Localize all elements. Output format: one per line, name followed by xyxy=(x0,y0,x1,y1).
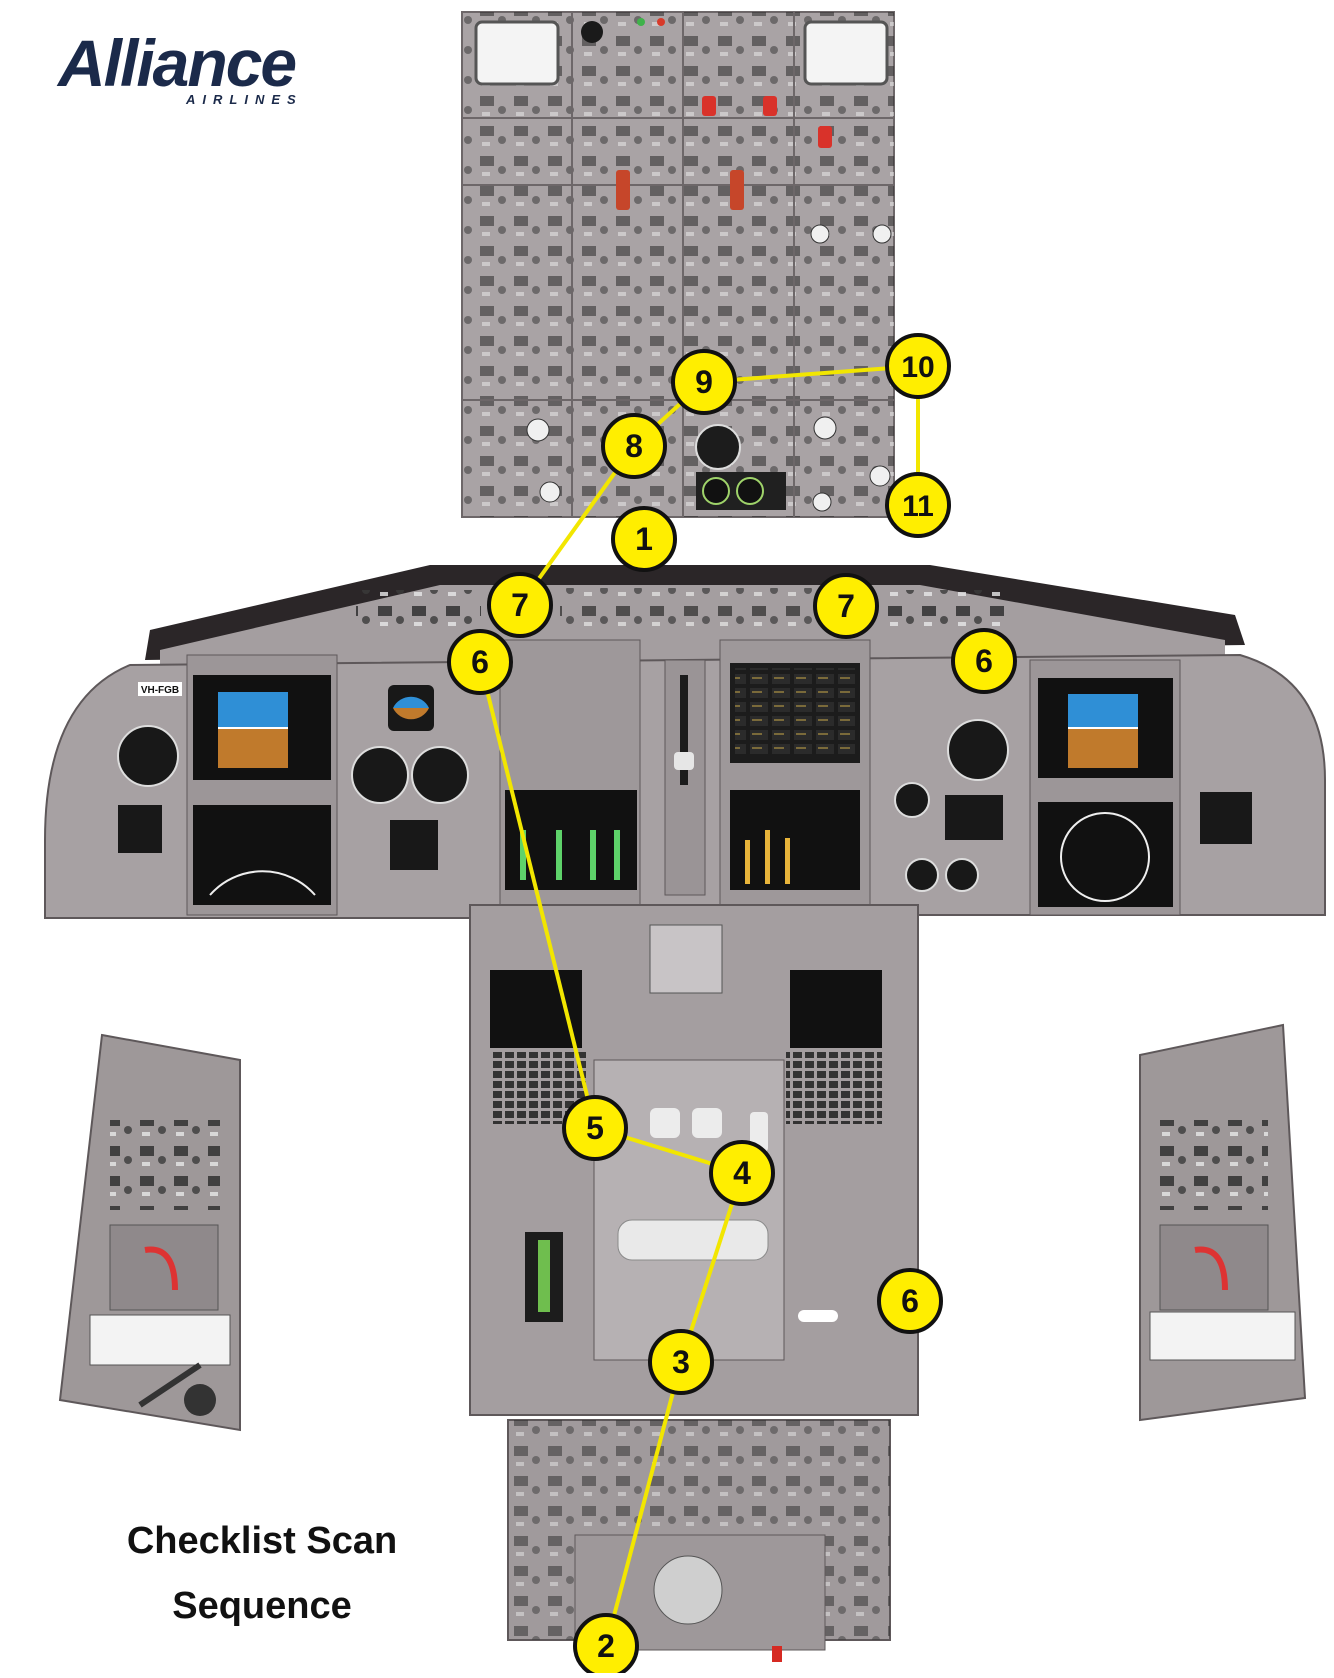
scan-marker-2: 2 xyxy=(573,1613,639,1678)
scan-marker-label: 6 xyxy=(901,1283,919,1319)
scan-marker-label: 7 xyxy=(511,587,529,623)
scan-marker-7b: 7 xyxy=(813,573,879,639)
scan-marker-circle xyxy=(611,506,677,572)
scan-marker-label: 1 xyxy=(635,521,653,557)
scan-marker-circle xyxy=(951,628,1017,694)
scan-marker-6b: 6 xyxy=(951,628,1017,694)
logo-subtitle: AIRLINES xyxy=(186,92,303,107)
scan-marker-circle xyxy=(648,1329,714,1395)
scan-marker-label: 10 xyxy=(901,351,934,384)
registration-label: VH-FGB xyxy=(141,685,179,696)
scan-marker-9: 9 xyxy=(671,349,737,415)
scan-marker-1: 1 xyxy=(611,506,677,572)
scan-line-9-10 xyxy=(703,364,919,384)
scan-marker-11: 11 xyxy=(885,472,951,538)
logo-wordmark: Alliance xyxy=(58,26,297,100)
scan-marker-label: 6 xyxy=(975,643,993,679)
scan-marker-label: 2 xyxy=(597,1628,615,1664)
scan-line-2-3 xyxy=(604,1361,683,1647)
scan-marker-label: 3 xyxy=(672,1344,690,1380)
scan-marker-5: 5 xyxy=(562,1095,628,1161)
scan-marker-circle xyxy=(877,1268,943,1334)
scan-marker-6a: 6 xyxy=(447,629,513,695)
centre-pedestal xyxy=(469,904,919,1662)
scan-marker-circle xyxy=(447,629,513,695)
scan-marker-circle xyxy=(885,333,951,399)
caption-line-2: Sequence xyxy=(172,1585,352,1627)
scan-marker-circle xyxy=(709,1140,775,1206)
scan-marker-circle xyxy=(601,413,667,479)
airline-logo: Alliance AIRLINES xyxy=(58,30,358,110)
scan-line-5-6a xyxy=(478,661,597,1129)
scan-marker-circle xyxy=(813,573,879,639)
scan-marker-10: 10 xyxy=(885,333,951,399)
scan-marker-circle xyxy=(885,472,951,538)
scan-marker-label: 6 xyxy=(471,644,489,680)
scan-line-3-4 xyxy=(679,1172,744,1363)
scan-marker-label: 4 xyxy=(733,1155,751,1191)
scan-marker-label: 8 xyxy=(625,428,643,464)
scan-marker-8: 8 xyxy=(601,413,667,479)
scan-marker-circle xyxy=(562,1095,628,1161)
overhead-panel xyxy=(461,11,895,518)
scan-marker-label: 5 xyxy=(586,1110,604,1146)
scan-marker-6c: 6 xyxy=(877,1268,943,1334)
scan-marker-3: 3 xyxy=(648,1329,714,1395)
caption-line-1: Checklist Scan xyxy=(126,1520,398,1562)
left-side-panel xyxy=(58,1033,241,1432)
scan-marker-label: 9 xyxy=(695,364,713,400)
scan-marker-circle xyxy=(487,572,553,638)
right-side-panel xyxy=(1139,1023,1307,1422)
scan-marker-label: 11 xyxy=(902,490,934,523)
scan-marker-label: 7 xyxy=(837,588,855,624)
main-instrument-panel: VH-FGB xyxy=(44,639,1326,919)
glareshield xyxy=(145,565,1245,665)
scan-marker-circle xyxy=(671,349,737,415)
scan-marker-4: 4 xyxy=(709,1140,775,1206)
scan-marker-7a: 7 xyxy=(487,572,553,638)
